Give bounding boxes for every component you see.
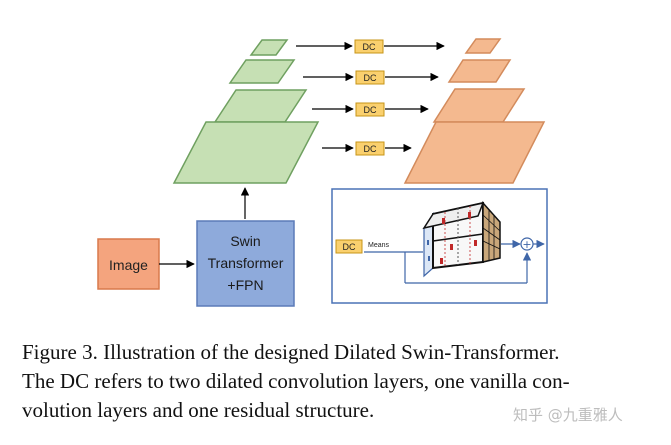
- output-feature-pyramid: [403, 38, 546, 184]
- dc-label-2: DC: [364, 73, 377, 83]
- orange-feature-map-level-4: [403, 121, 546, 184]
- figure-caption: Figure 3. Illustration of the designed D…: [22, 338, 654, 425]
- caption-line-3: volution layers and one residual structu…: [22, 398, 375, 422]
- image-label: Image: [109, 257, 148, 273]
- orange-feature-map-level-3: [432, 88, 526, 123]
- caption-line-2: The DC refers to two dilated convolution…: [22, 369, 570, 393]
- swin-transformer-fpn-block: Swin Transformer +FPN: [196, 220, 295, 307]
- green-feature-map-level-1: [249, 39, 289, 56]
- fpn-feature-pyramid: [172, 39, 320, 184]
- caption-line-1: Figure 3. Illustration of the designed D…: [22, 340, 560, 364]
- inset-dc-block: DC: [335, 239, 363, 254]
- green-feature-map-level-3: [213, 89, 308, 123]
- swin-label-line-3: +FPN: [227, 277, 263, 293]
- means-label: Means: [368, 242, 390, 249]
- swin-label-line-1: Swin: [230, 233, 260, 249]
- dc-block-2: DC: [355, 70, 385, 85]
- green-feature-map-level-2: [228, 59, 296, 84]
- image-block: Image: [97, 238, 160, 290]
- swin-label-line-2: Transformer: [208, 255, 284, 271]
- dilated-swin-transformer-diagram: DC DC DC DC Image Swin Transformer +FPN: [97, 38, 548, 307]
- dc-label-4: DC: [364, 144, 377, 154]
- dc-detail-inset: DC Means: [331, 188, 548, 304]
- orange-feature-map-level-2: [447, 59, 512, 83]
- green-feature-map-level-4: [172, 121, 320, 184]
- inset-dc-label: DC: [343, 242, 356, 252]
- orange-feature-map-level-1: [464, 38, 502, 54]
- dc-block-4: DC: [355, 141, 385, 156]
- dc-label-3: DC: [364, 105, 377, 115]
- sum-symbol: +: [522, 238, 531, 251]
- residual-sum-node: +: [520, 237, 534, 251]
- zhihu-watermark: 知乎 @九重雅人: [513, 406, 623, 424]
- dc-block-3: DC: [355, 102, 385, 117]
- dc-label-1: DC: [363, 42, 376, 52]
- dilated-conv-block-icon: [364, 201, 532, 284]
- dc-block-1: DC: [354, 39, 384, 54]
